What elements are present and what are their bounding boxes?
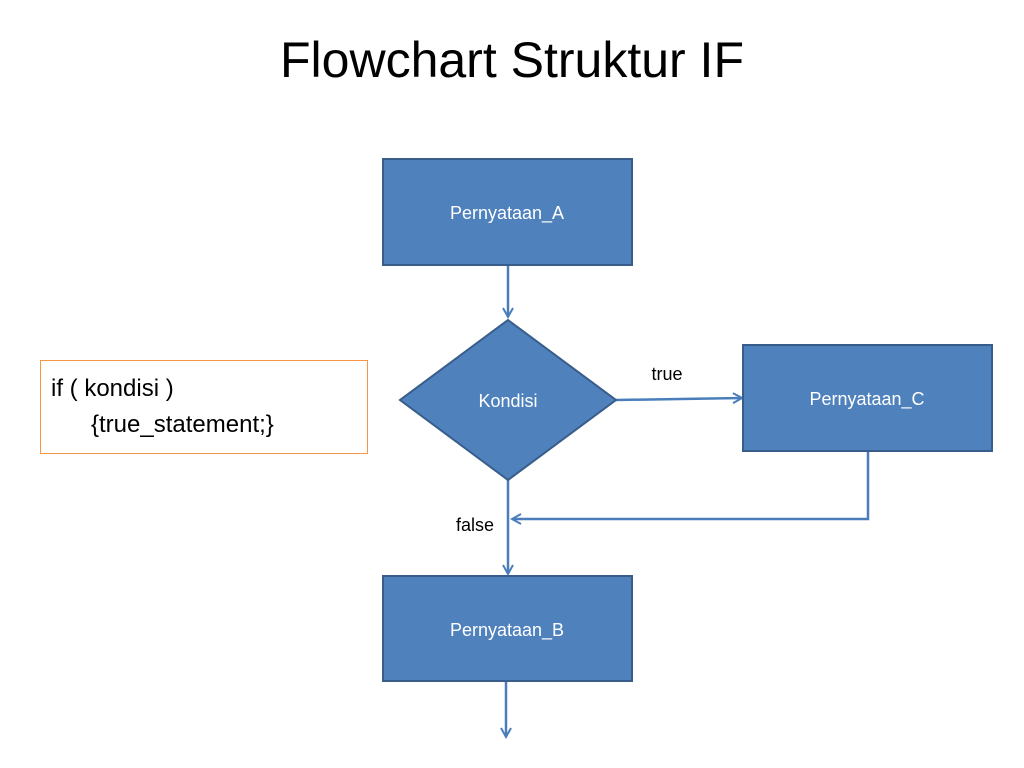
node-pernyataan-a-label: Pernyataan_A bbox=[450, 203, 564, 224]
code-line-if: if ( kondisi ) bbox=[51, 375, 174, 402]
node-pernyataan-a: Pernyataan_A bbox=[382, 158, 633, 266]
edge-label-false: false bbox=[456, 515, 494, 535]
node-kondisi-decision: Kondisi bbox=[398, 318, 618, 482]
node-pernyataan-c-label: Pernyataan_C bbox=[809, 389, 924, 410]
code-line-statement: {true_statement;} bbox=[91, 411, 274, 438]
node-pernyataan-b: Pernyataan_B bbox=[382, 575, 633, 682]
connector-c-to-merge bbox=[512, 451, 870, 519]
slide-title: Flowchart Struktur IF bbox=[280, 32, 744, 88]
node-kondisi-label: Kondisi bbox=[478, 391, 537, 411]
code-snippet-box: if ( kondisi ) {true_statement;} bbox=[40, 360, 368, 454]
edge-label-true: true bbox=[651, 364, 682, 384]
node-pernyataan-c: Pernyataan_C bbox=[742, 344, 993, 452]
node-pernyataan-b-label: Pernyataan_B bbox=[450, 620, 564, 641]
connector-kondisi-to-c bbox=[615, 398, 742, 400]
